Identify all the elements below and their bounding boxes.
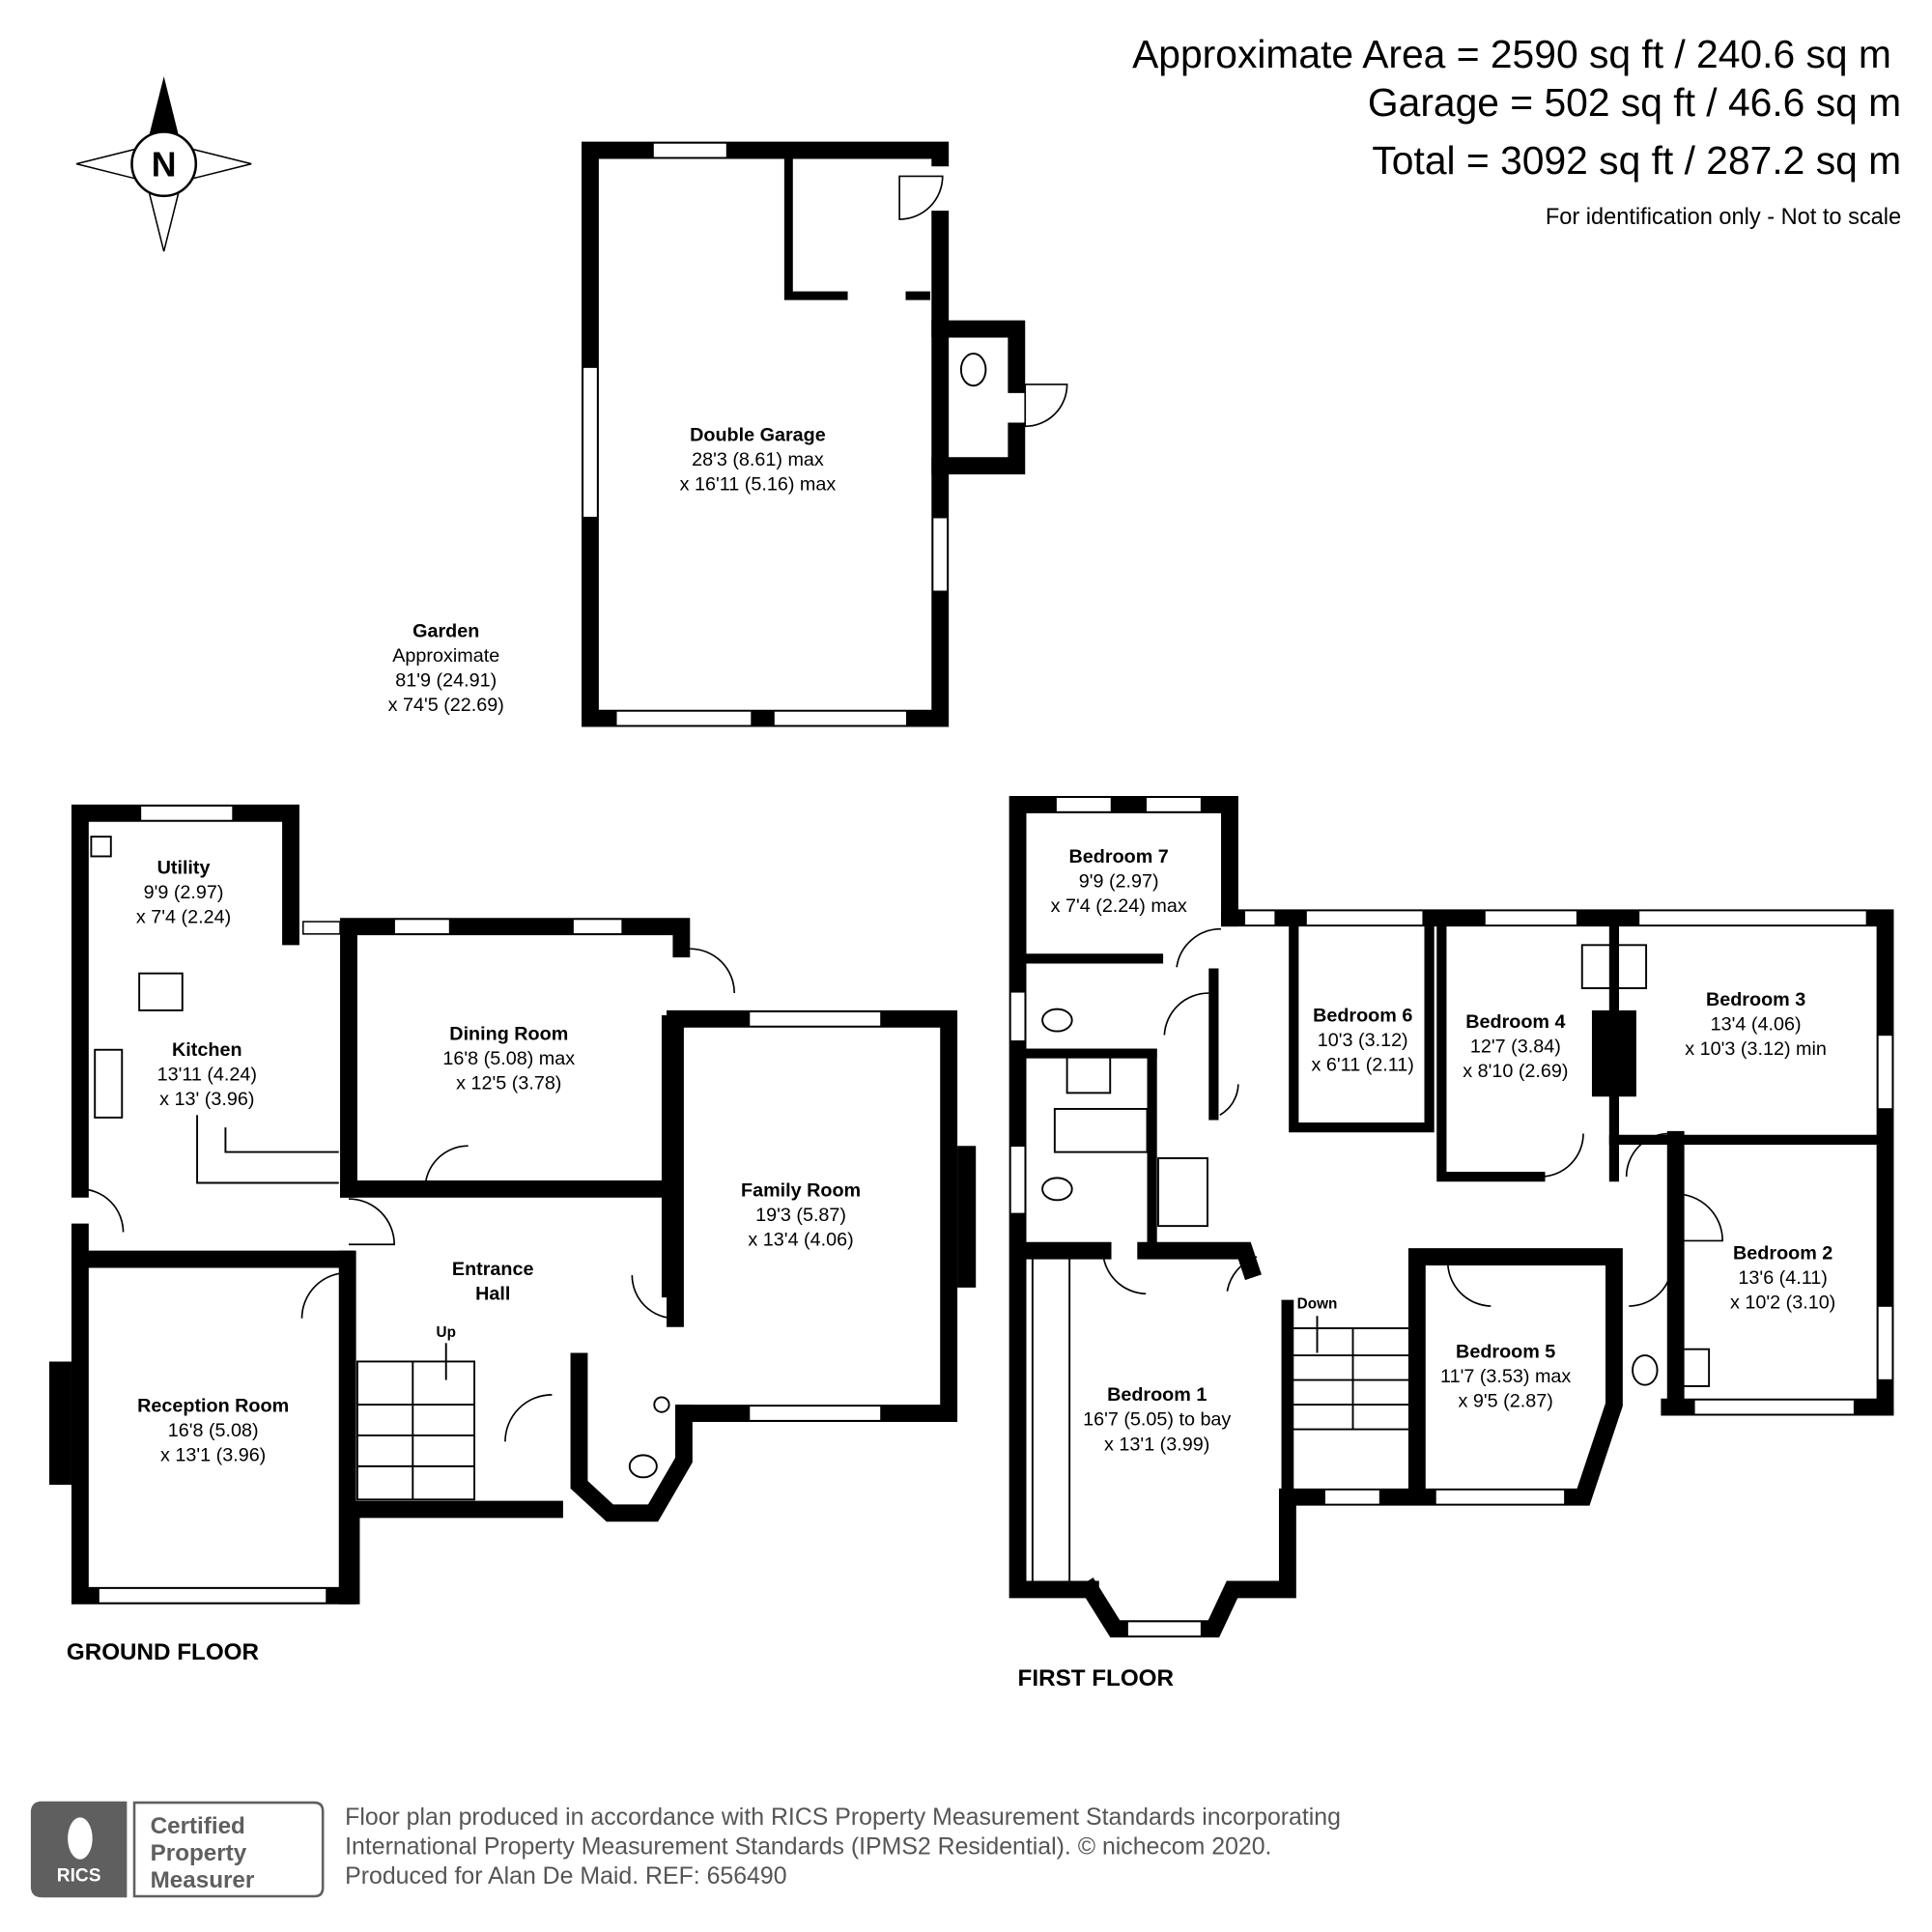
disclaimer: For identification only - Not to scale: [1546, 204, 1901, 229]
room-name-utility: Utility: [157, 857, 211, 878]
room-name-entrance-hall-2: Hall: [475, 1284, 510, 1305]
room-name-reception-room: Reception Room: [137, 1396, 289, 1417]
room-dimension: x 10'3 (3.12) min: [1685, 1038, 1827, 1060]
room-dimension: 10'3 (3.12): [1318, 1030, 1408, 1051]
room-dimension: 16'8 (5.08) max: [442, 1048, 575, 1069]
room-dimension: x 13'1 (3.96): [160, 1445, 266, 1466]
footer-line-1: Floor plan produced in accordance with R…: [345, 1804, 1341, 1831]
room-dimension: x 8'10 (2.69): [1463, 1061, 1568, 1082]
room-dimension: 13'6 (4.11): [1738, 1267, 1827, 1289]
ground-floor-label: GROUND FLOOR: [67, 1639, 259, 1665]
approximate-area: Approximate Area = 2590 sq ft / 240.6 sq…: [1132, 32, 1891, 76]
north-compass-icon: N: [75, 76, 252, 252]
room-name-bedroom-7: Bedroom 7: [1069, 846, 1169, 867]
rics-org: RICS: [57, 1866, 101, 1887]
badge-line: Property: [151, 1840, 247, 1866]
room-name-bedroom-1: Bedroom 1: [1107, 1384, 1207, 1406]
footer-line-3: Produced for Alan De Maid. REF: 656490: [345, 1862, 786, 1889]
room-name-family-room: Family Room: [741, 1180, 861, 1202]
basin-icon: [653, 1396, 670, 1413]
rics-lion-logo-icon: [68, 1817, 93, 1860]
first-floor-plan: Down: [1009, 795, 1894, 1638]
badge-line: Certified: [151, 1813, 245, 1839]
room-name-bedroom-5: Bedroom 5: [1456, 1342, 1555, 1363]
room-dimension: 11'7 (3.53) max: [1440, 1366, 1571, 1387]
staircase: Down: [1286, 1296, 1416, 1431]
room-name-bedroom-6: Bedroom 6: [1313, 1005, 1412, 1026]
room-name-dining-room: Dining Room: [449, 1024, 568, 1045]
ground-floor-plan: Up: [49, 804, 977, 1605]
ground-floor-labels: Utility 9'9 (2.97) x 7'4 (2.24) Kitchen …: [67, 857, 861, 1665]
toilet-icon: [628, 1454, 658, 1479]
room-name-kitchen: Kitchen: [172, 1039, 242, 1061]
rics-badge: RICS Certified Property Measurer: [30, 1801, 325, 1898]
garage-plan: Double Garage 28'3 (8.61) max x 16'11 (5…: [582, 141, 1068, 727]
room-dimension: 13'4 (4.06): [1711, 1013, 1802, 1035]
room-dimension: x 13'4 (4.06): [748, 1230, 853, 1251]
room-dimension: x 6'11 (2.11): [1312, 1054, 1414, 1075]
toilet-icon: [1632, 1354, 1659, 1386]
room-dimension: 9'9 (2.97): [144, 882, 224, 903]
room-name-bedroom-2: Bedroom 2: [1733, 1243, 1833, 1264]
garden-name: Garden: [412, 620, 479, 641]
room-dimension: 13'11 (4.24): [157, 1065, 257, 1086]
room-dimension: 28'3 (8.61) max: [692, 449, 824, 470]
room-dimension: x 7'4 (2.24): [136, 906, 231, 927]
staircase: Up: [355, 1324, 476, 1501]
room-dimension: 12'7 (3.84): [1470, 1036, 1561, 1057]
first-floor-label: FIRST FLOOR: [1018, 1665, 1174, 1691]
badge-line: Measurer: [151, 1867, 255, 1893]
room-dimension: 16'7 (5.05) to bay: [1083, 1409, 1231, 1431]
toilet-icon: [1041, 1008, 1073, 1033]
toilet-icon: [959, 353, 987, 387]
stairs-down-label: Down: [1297, 1296, 1338, 1313]
room-dimension: x 12'5 (3.78): [456, 1073, 561, 1094]
toilet-icon: [1041, 1177, 1073, 1202]
garden-dimension: x 74'5 (22.69): [388, 695, 504, 716]
room-dimension: x 13' (3.96): [159, 1089, 254, 1110]
room-dimension: x 16'11 (5.16) max: [680, 474, 837, 496]
room-dimension: x 13'1 (3.99): [1104, 1434, 1209, 1455]
room-dimension: 16'8 (5.08): [168, 1420, 259, 1441]
room-dimension: x 9'5 (2.87): [1459, 1391, 1553, 1412]
room-dimension: x 10'2 (3.10): [1730, 1293, 1835, 1314]
room-name-bedroom-4: Bedroom 4: [1465, 1011, 1565, 1033]
garden-dimension: 81'9 (24.91): [395, 669, 497, 691]
room-name-entrance-hall: Entrance: [452, 1259, 534, 1280]
footer-line-2: International Property Measurement Stand…: [345, 1833, 1271, 1861]
room-name-bedroom-3: Bedroom 3: [1706, 989, 1805, 1010]
stairs-up-label: Up: [437, 1324, 456, 1341]
room-dimension: 19'3 (5.87): [755, 1205, 846, 1226]
room-name: Double Garage: [690, 425, 826, 446]
compass-north-label: N: [152, 145, 177, 184]
first-floor-labels: Bedroom 7 9'9 (2.97) x 7'4 (2.24) max Be…: [1018, 846, 1836, 1691]
garage-area: Garage = 502 sq ft / 46.6 sq m: [1368, 80, 1901, 125]
garden-note: Approximate: [392, 645, 499, 667]
total-area: Total = 3092 sq ft / 287.2 sq m: [1372, 138, 1901, 183]
room-dimension: 9'9 (2.97): [1079, 870, 1159, 892]
room-dimension: x 7'4 (2.24) max: [1051, 895, 1187, 917]
